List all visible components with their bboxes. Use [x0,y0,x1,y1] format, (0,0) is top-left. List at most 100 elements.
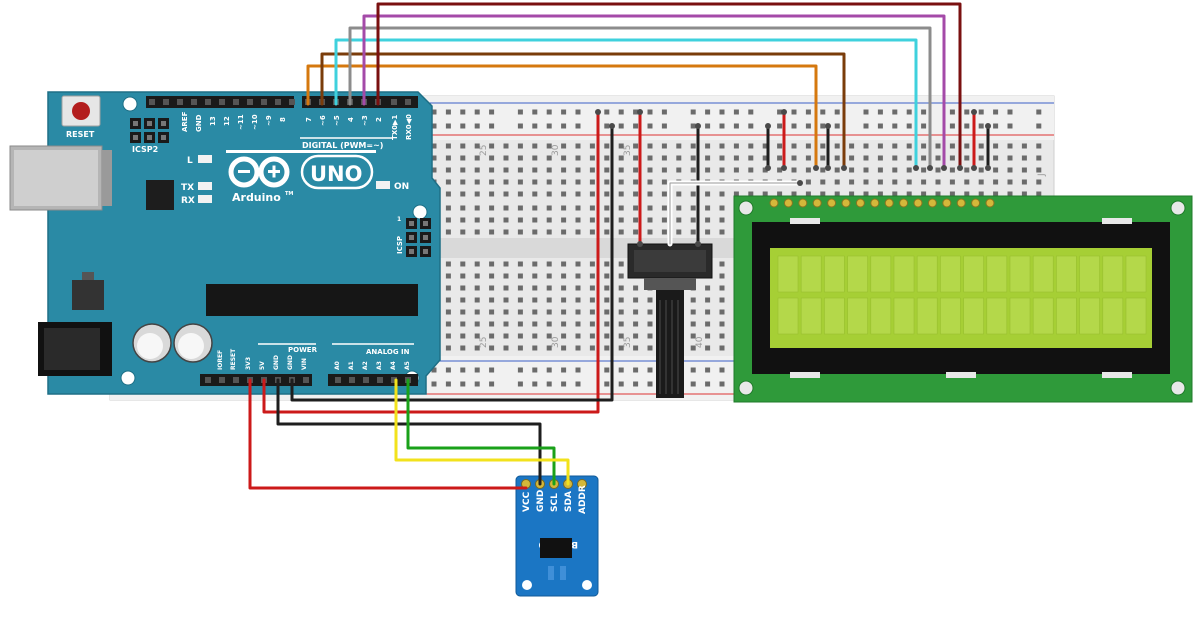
breadboard-hole [834,191,840,197]
breadboard-hole [561,179,567,185]
breadboard-hole [834,167,840,173]
breadboard-hole [733,191,739,197]
breadboard-hole [575,321,581,327]
breadboard-hole [719,367,725,373]
lcd-char-cell [893,255,915,293]
breadboard-hole [906,143,912,149]
breadboard-hole [921,155,927,161]
analog-pin-labels: A0 A1 A2 A3 A4 A5 [334,361,411,370]
breadboard-hole [489,179,495,185]
breadboard-hole [978,123,984,129]
breadboard-hole [474,381,480,387]
pin-label-tx1: TX0▶1 [391,115,399,140]
breadboard-hole [633,321,639,327]
breadboard-hole [647,143,653,149]
breadboard-hole [676,143,682,149]
breadboard-hole [546,205,552,211]
breadboard-hole [561,333,567,339]
breadboard-hole [618,179,624,185]
sensor-smd-component [548,566,554,580]
breadboard-hole [705,367,711,373]
breadboard-hole [820,109,826,115]
pin-label-3v3: 3V3 [245,357,252,370]
breadboard-hole [676,155,682,161]
breadboard-hole [604,321,610,327]
pin-label-5: ~5 [333,115,341,126]
breadboard-hole [575,167,581,173]
wire-end [637,109,643,115]
breadboard-hole [661,205,667,211]
dc-power-jack [38,322,112,376]
breadboard-hole [892,191,898,197]
breadboard-hole [474,345,480,351]
breadboard-hole [575,143,581,149]
breadboard-hole [517,297,523,303]
pin-label-4: 4 [347,117,355,122]
breadboard-hole [993,109,999,115]
breadboard-hole [719,109,725,115]
breadboard-hole [949,155,955,161]
breadboard-hole [489,123,495,129]
breadboard-hole [935,167,941,173]
sensor-pin [577,479,587,489]
breadboard-hole [633,155,639,161]
pin-label-gnd-1: GND [273,355,280,370]
lcd-char-cell [1102,297,1124,335]
breadboard-hole [719,261,725,267]
breadboard-hole [561,191,567,197]
breadboard-hole [748,155,754,161]
potentiometer[interactable] [627,243,713,398]
pin-label-5v: 5V [259,361,266,370]
breadboard-hole [791,155,797,161]
header-pin [233,377,239,383]
breadboard-hole [532,167,538,173]
breadboard-hole [532,191,538,197]
lcd-char-cell [800,297,822,335]
pin-label-gnd-2: GND [287,355,294,370]
led-tx [198,182,212,190]
breadboard-hole [877,123,883,129]
breadboard-hole [517,123,523,129]
breadboard-hole [460,261,466,267]
breadboard-hole [474,167,480,173]
breadboard-hole [892,143,898,149]
breadboard-hole [618,109,624,115]
lcd-char-cell [824,297,845,335]
lcd-header-pin [855,198,865,208]
breadboard-hole [978,155,984,161]
header-pin [233,99,239,105]
reset-button[interactable] [61,95,101,127]
breadboard-hole [489,167,495,173]
pin-label-a1: A1 [348,361,355,370]
sensor-smd-component [560,566,566,580]
digital-label: DIGITAL (PWM=~) [302,141,383,150]
breadboard-hole [589,205,595,211]
breadboard-hole [503,273,509,279]
breadboard-hole [676,217,682,223]
mounting-hole [120,370,136,386]
breadboard-hole [849,167,855,173]
breadboard-hole [474,333,480,339]
lcd-char-cell [893,297,915,335]
breadboard-hole [892,109,898,115]
breadboard-hole [517,285,523,291]
breadboard-hole [661,109,667,115]
breadboard-hole [964,123,970,129]
sensor-mount-hole [582,580,592,590]
bb-number-30-top: 30 [551,144,561,156]
breadboard-hole [517,381,523,387]
header-pin [247,99,253,105]
breadboard-hole [517,205,523,211]
lcd-header-pin [783,198,793,208]
breadboard-hole [460,109,466,115]
breadboard-hole [532,205,538,211]
pin-label-9: ~9 [265,115,273,126]
lcd-char-cell [800,255,822,293]
lcd-header-pin [927,198,937,208]
wire-end [941,165,947,171]
breadboard-hole [460,297,466,303]
sensor-pin-label-scl: SCL [550,493,560,512]
pin-label-12: 12 [223,116,231,126]
breadboard-hole [964,143,970,149]
breadboard-hole [661,179,667,185]
